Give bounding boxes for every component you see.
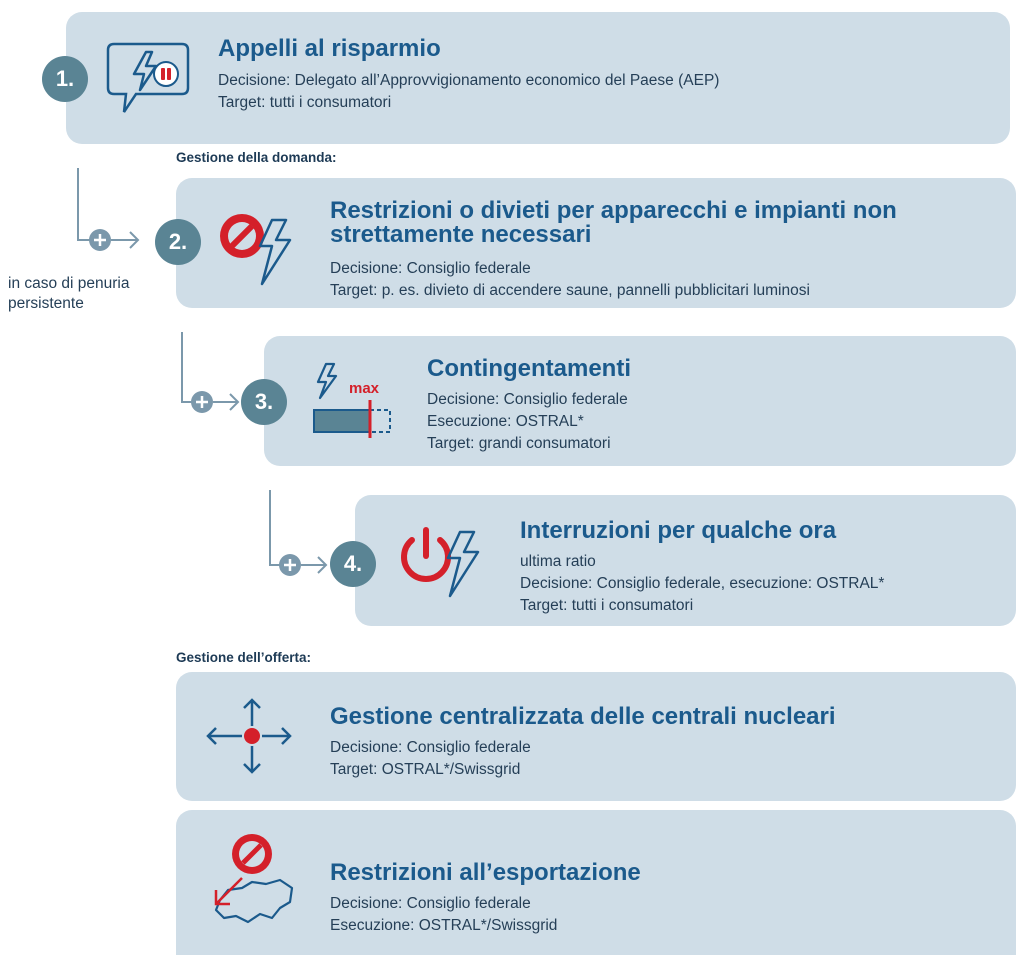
connector-2-3 bbox=[181, 332, 240, 413]
step-3-title: Contingentamenti bbox=[427, 355, 631, 382]
supply-2-card bbox=[176, 810, 1016, 955]
supply-2-line-1: Decisione: Consiglio federale bbox=[330, 895, 531, 912]
supply-1-line-2: Target: OSTRAL*/Swissgrid bbox=[330, 761, 521, 778]
step-2-title-line-1: Restrizioni o divieti per apparecchi e i… bbox=[330, 197, 897, 224]
step-1-line-1: Decisione: Delegato all’Approvvigionamen… bbox=[218, 72, 720, 89]
export-ban-switzerland-icon bbox=[206, 818, 306, 935]
step-2-line-2: Target: p. es. divieto di accendere saun… bbox=[330, 282, 810, 299]
side-note-line-1: in caso di penuria bbox=[8, 275, 130, 292]
step-3-card bbox=[264, 336, 1016, 466]
connector-1-2 bbox=[77, 168, 140, 251]
step-2-number: 2. bbox=[155, 219, 201, 265]
supply-section-label: Gestione dell’offerta: bbox=[176, 650, 312, 665]
quota-max-label: max bbox=[349, 380, 380, 397]
power-off-lightning-icon bbox=[398, 522, 488, 607]
step-2-title-line-2: strettamente necessari bbox=[330, 221, 592, 248]
step-3-number: 3. bbox=[241, 379, 287, 425]
step-4-line-3: Target: tutti i consumatori bbox=[520, 597, 694, 614]
quota-bar-icon bbox=[310, 360, 396, 445]
step-4-title: Interruzioni per qualche ora bbox=[520, 517, 837, 544]
supply-2-line-2: Esecuzione: OSTRAL*/Swissgrid bbox=[330, 917, 558, 934]
supply-1-title: Gestione centralizzata delle centrali nu… bbox=[330, 703, 836, 730]
step-4-line-2: Decisione: Consiglio federale, esecuzion… bbox=[520, 575, 885, 592]
speech-bubble-lightning-battery-icon bbox=[106, 38, 194, 125]
prohibited-lightning-icon bbox=[214, 206, 304, 295]
supply-2-title: Restrizioni all’esportazione bbox=[330, 859, 641, 886]
demand-section-label: Gestione della domanda: bbox=[176, 150, 337, 165]
step-4-card bbox=[355, 495, 1016, 626]
step-2-card bbox=[176, 178, 1016, 308]
step-1-title: Appelli al risparmio bbox=[218, 35, 441, 62]
step-1-number: 1. bbox=[42, 56, 88, 102]
step-1-line-2: Target: tutti i consumatori bbox=[218, 94, 392, 111]
supply-1-line-1: Decisione: Consiglio federale bbox=[330, 739, 531, 756]
connector-3-4 bbox=[269, 490, 328, 576]
step-2-line-1: Decisione: Consiglio federale bbox=[330, 260, 531, 277]
side-note-line-2: persistente bbox=[8, 295, 84, 312]
supply-1-card bbox=[176, 672, 1016, 801]
step-3-line-3: Target: grandi consumatori bbox=[427, 435, 611, 452]
central-control-arrows-icon bbox=[200, 696, 296, 783]
step-1-card bbox=[66, 12, 1010, 144]
step-3-line-2: Esecuzione: OSTRAL* bbox=[427, 413, 584, 430]
step-3-line-1: Decisione: Consiglio federale bbox=[427, 391, 628, 408]
step-4-number: 4. bbox=[330, 541, 376, 587]
step-4-line-1: ultima ratio bbox=[520, 553, 596, 570]
